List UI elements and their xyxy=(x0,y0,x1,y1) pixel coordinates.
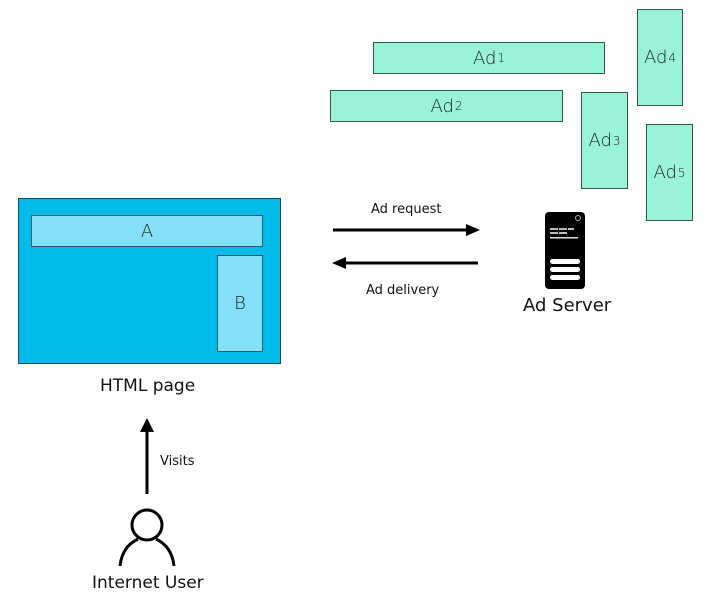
html-page-box: A B xyxy=(18,198,281,364)
ad-1-label: Ad xyxy=(472,47,497,69)
visits-arrow xyxy=(140,418,154,494)
visits-label: Visits xyxy=(160,454,195,469)
ad-request-arrow xyxy=(333,224,480,236)
ad-3-label: Ad xyxy=(588,130,612,151)
ad-5-label: Ad xyxy=(653,162,677,183)
ad-delivery-label: Ad delivery xyxy=(366,283,440,298)
ad-delivery-arrow xyxy=(332,257,478,269)
ad-slot-a: A xyxy=(31,215,263,247)
html-page-label: HTML page xyxy=(100,376,196,396)
ad-2-label: Ad xyxy=(430,95,454,117)
ad-4-label: Ad xyxy=(643,47,668,68)
ad-slot-b: B xyxy=(217,255,263,352)
user-icon xyxy=(118,508,176,567)
ad-server-label: Ad Server xyxy=(523,295,612,316)
internet-user-label: Internet User xyxy=(92,573,204,593)
server-icon xyxy=(545,212,585,289)
ad-request-label: Ad request xyxy=(371,202,442,217)
